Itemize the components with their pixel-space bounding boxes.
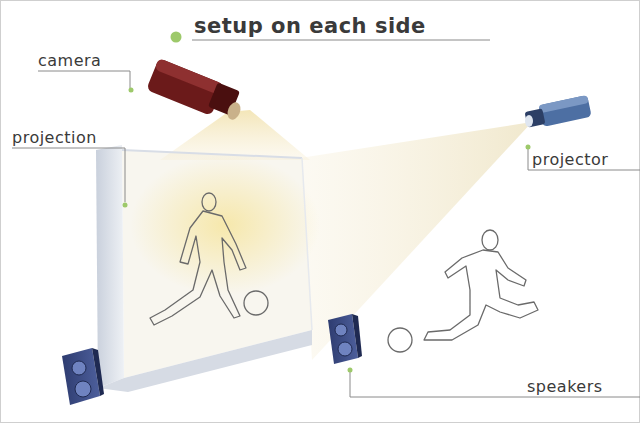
part-label: speakers (527, 379, 603, 395)
diagram-title: setup on each side (194, 16, 426, 37)
part-label: projection (12, 130, 97, 146)
part-label: projector (532, 152, 608, 168)
part-label: camera (38, 53, 101, 69)
